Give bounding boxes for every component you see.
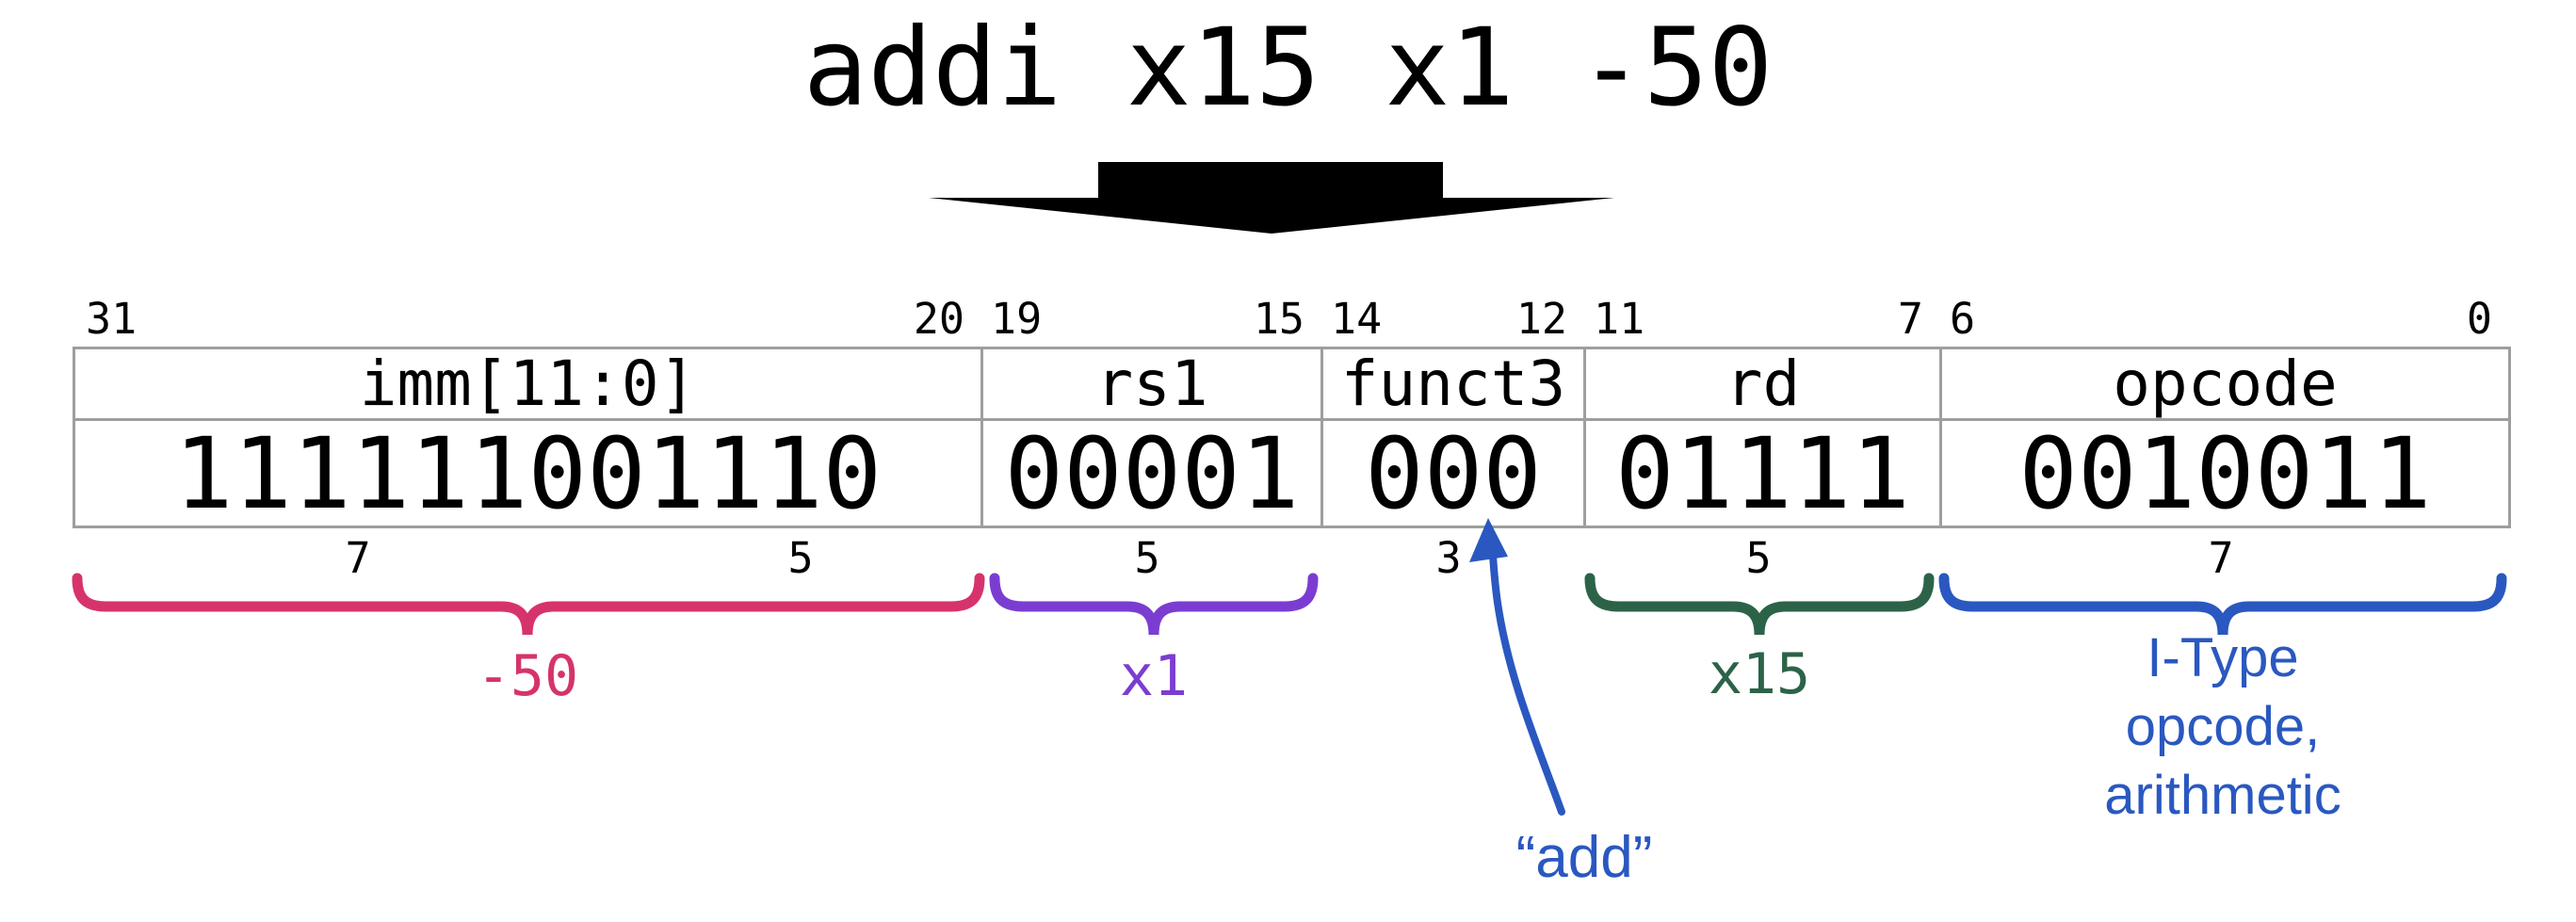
width-label-funct3: 3: [1435, 533, 1462, 583]
rs1-meaning-label: x1: [1119, 643, 1189, 709]
rd-brace: [1584, 573, 1935, 636]
width-label-rd: 5: [1745, 533, 1772, 583]
bit-range-rs1: 19 15: [978, 298, 1318, 340]
bit-hi: 14: [1331, 294, 1383, 344]
bit-lo: 0: [2466, 294, 2492, 344]
bit-lo: 7: [1897, 294, 1923, 344]
rs1-brace: [989, 573, 1319, 636]
column-rs1: rs1 00001: [980, 348, 1320, 531]
bit-range-opcode: 6 0: [1936, 298, 2505, 340]
bit-lo: 15: [1253, 294, 1304, 344]
down-arrow-icon: [929, 162, 1614, 234]
field-name-rs1: rs1: [983, 348, 1320, 421]
field-name-rd: rd: [1586, 348, 1939, 421]
opcode-meaning-line: I-Type: [2147, 627, 2299, 688]
funct3-arrow-icon: [1469, 518, 1565, 816]
bit-hi: 31: [86, 294, 138, 344]
width-label-rs1: 5: [1134, 533, 1160, 583]
column-imm: imm[11:0] 111111001110: [75, 348, 980, 531]
bit-hi: 11: [1594, 294, 1645, 344]
imm-meaning-label: -50: [476, 643, 579, 709]
imm-brace: [72, 573, 985, 636]
bit-lo: 20: [913, 294, 964, 344]
bit-hi: 6: [1950, 294, 1976, 344]
field-name-opcode: opcode: [1942, 348, 2508, 421]
bit-lo: 12: [1515, 294, 1567, 344]
bit-hi: 19: [991, 294, 1043, 344]
field-bits-opcode: 0010011: [2018, 415, 2432, 531]
instruction-title: addi x15 x1 -50: [802, 5, 1774, 130]
field-bits-rd: 01111: [1614, 415, 1911, 531]
field-bits-rs1: 00001: [1004, 415, 1300, 531]
column-rd: rd 01111: [1583, 348, 1939, 531]
bit-index-row: 31 20 19 15 14 12 11 7 6 0: [73, 298, 2505, 340]
width-label-imm-lo: 5: [787, 533, 814, 583]
field-bits-funct3: 000: [1365, 415, 1542, 531]
width-label-imm-hi: 7: [345, 533, 371, 583]
bit-range-rd: 11 7: [1580, 298, 1936, 340]
encoding-table: imm[11:0] 111111001110 rs1 00001 funct3 …: [73, 347, 2511, 531]
width-label-opcode: 7: [2208, 533, 2234, 583]
bit-range-funct3: 14 12: [1318, 298, 1580, 340]
column-funct3: funct3 000: [1320, 348, 1583, 531]
field-name-imm: imm[11:0]: [75, 348, 980, 421]
opcode-meaning-label: I-Type opcode, arithmetic: [1944, 623, 2502, 830]
rd-meaning-label: x15: [1708, 641, 1811, 707]
field-bits-imm: 111111001110: [173, 415, 883, 531]
opcode-meaning-line: opcode,: [2125, 696, 2321, 757]
bit-range-imm: 31 20: [73, 298, 978, 340]
column-opcode: opcode 0010011: [1939, 348, 2508, 531]
field-name-funct3: funct3: [1323, 348, 1583, 421]
opcode-meaning-line: arithmetic: [2104, 765, 2341, 826]
funct3-meaning-label: “add”: [1515, 825, 1653, 890]
